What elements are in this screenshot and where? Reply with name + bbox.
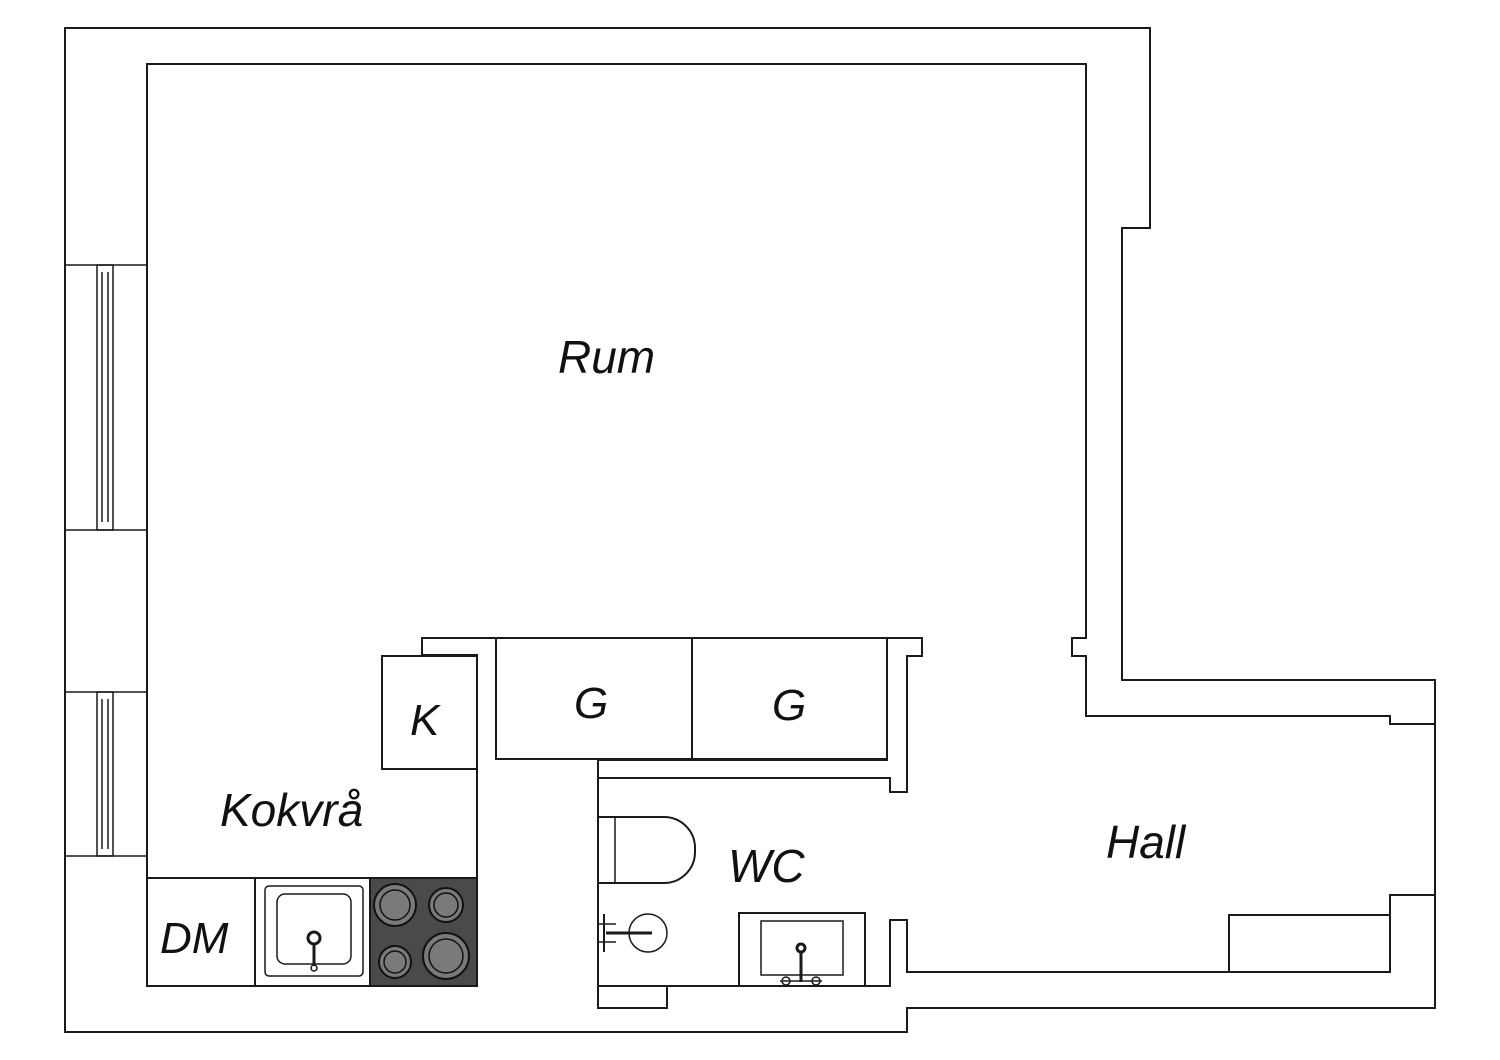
wc-washbasin <box>738 912 866 987</box>
stove <box>369 877 478 987</box>
label-closet-2: G <box>772 681 806 730</box>
wall-faucet <box>598 913 668 953</box>
label-hall: Hall <box>1106 816 1187 868</box>
hall-shelf <box>1228 914 1391 973</box>
fridge <box>381 655 478 770</box>
label-kokvra: Kokvrå <box>220 784 363 836</box>
window-lower <box>65 691 147 857</box>
label-dishwasher: DM <box>160 914 229 963</box>
closet-1 <box>495 637 693 760</box>
toilet <box>597 816 696 884</box>
dishwasher <box>146 877 256 987</box>
window-upper <box>65 264 147 531</box>
label-wc: WC <box>728 840 805 892</box>
label-closet-1: G <box>574 679 608 728</box>
label-rum: Rum <box>558 331 655 383</box>
label-fridge: K <box>410 696 441 745</box>
kitchen-sink <box>254 877 371 987</box>
closet-2 <box>691 637 888 760</box>
